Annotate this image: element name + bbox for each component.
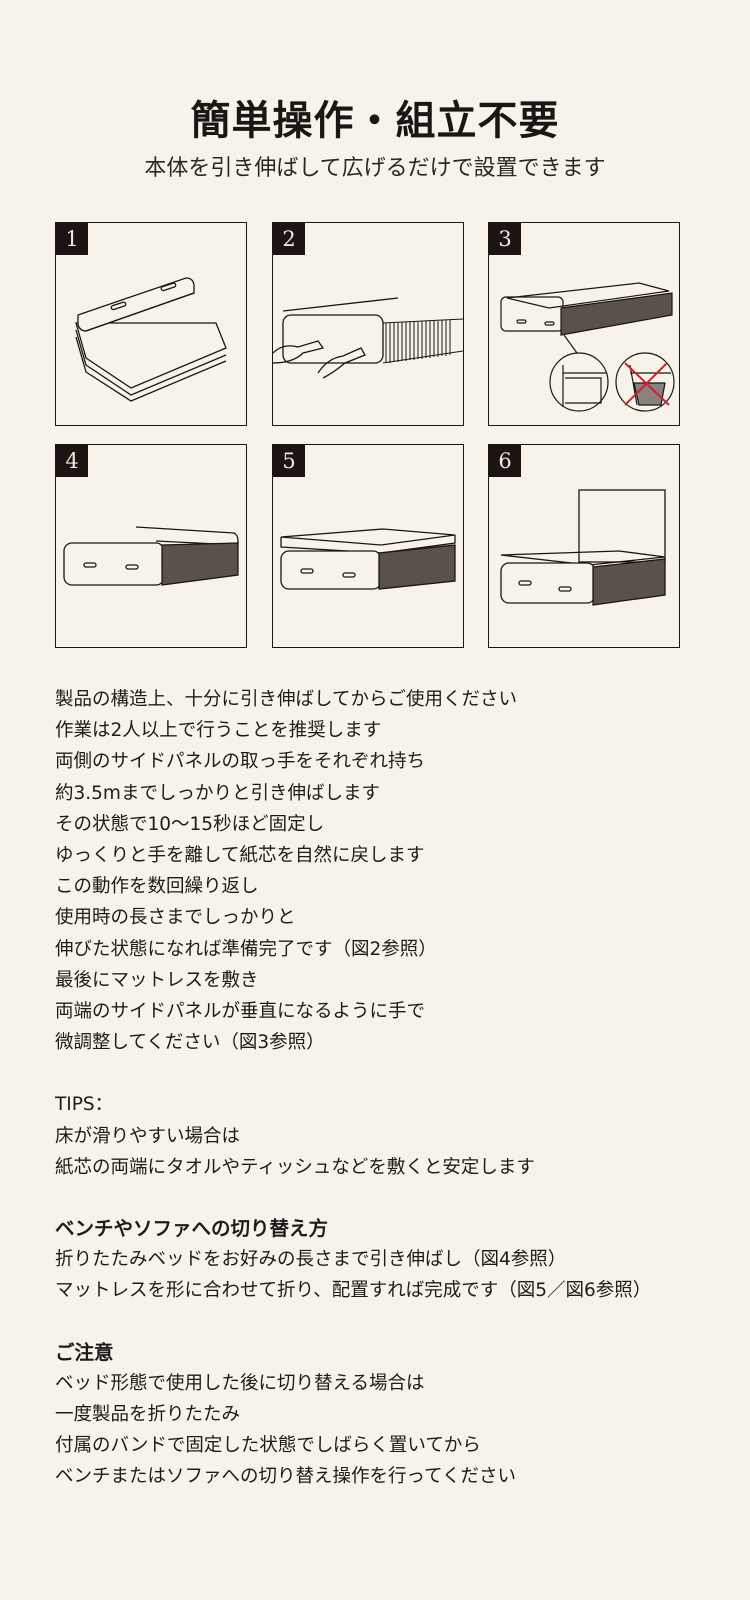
pull-handles-icon <box>273 297 464 379</box>
caution-line: 付属のバンドで固定した状態でしばらく置いてから <box>55 1435 481 1457</box>
page-subtitle: 本体を引き伸ばして広げるだけで設置できます <box>144 156 606 181</box>
step-number: 1 <box>56 223 88 255</box>
switch-line: 折りたたみベッドをお好みの長さまで引き伸ばし（図4参照） <box>55 1249 567 1271</box>
step-6-illustration: 6 <box>488 444 680 648</box>
step-1-illustration: 1 <box>55 222 247 426</box>
tips-line: 紙芯の両端にタオルやティッシュなどを敷くと安定します <box>55 1156 535 1178</box>
step-number: 2 <box>273 223 305 255</box>
instruction-line: その状態で10〜15秒ほど固定し <box>55 813 325 835</box>
instruction-line: 微調整してください（図3参照） <box>55 1032 325 1054</box>
caution-line: ベンチまたはソファへの切り替え操作を行ってください <box>55 1466 517 1488</box>
caution-heading: ご注意 <box>55 1340 114 1364</box>
instruction-line: 作業は2人以上で行うことを推奨します <box>55 720 382 742</box>
step-5-illustration: 5 <box>272 444 464 648</box>
tips-line: 床が滑りやすい場合は <box>55 1125 241 1147</box>
step-3-illustration: 3 <box>488 222 680 426</box>
instructions-section: 製品の構造上、十分に引き伸ばしてからご使用ください 作業は2人以上で行うことを推… <box>55 684 735 1493</box>
step-number: 4 <box>56 445 88 477</box>
bench-icon <box>63 526 239 586</box>
instruction-line: 使用時の長さまでしっかりと <box>55 907 296 929</box>
page-title: 簡単操作・組立不要 <box>190 98 560 144</box>
step-2-illustration: 2 <box>272 222 464 426</box>
switch-line: マットレスを形に合わせて折り、配置すれば完成です（図5／図6参照） <box>55 1280 652 1302</box>
instruction-line: この動作を数回繰り返し <box>55 876 259 898</box>
folded-bed-icon <box>75 277 227 402</box>
instruction-line: ゆっくりと手を離して紙芯を自然に戻します <box>55 845 425 867</box>
tips-label: TIPS： <box>55 1094 114 1116</box>
caution-line: ベッド形態で使用した後に切り替える場合は <box>55 1372 425 1394</box>
instruction-line: 最後にマットレスを敷き <box>55 969 259 991</box>
step-number: 3 <box>489 223 521 255</box>
instruction-line: 両側のサイドパネルの取っ手をそれぞれ持ち <box>55 751 426 773</box>
sofa-icon <box>500 489 666 606</box>
instruction-line: 約3.5mまでしっかりと引き伸ばします <box>55 782 380 804</box>
extended-bed-icon <box>500 282 675 412</box>
step-number: 6 <box>489 445 521 477</box>
switch-heading: ベンチやソファへの切り替え方 <box>55 1217 329 1241</box>
instruction-line: 製品の構造上、十分に引き伸ばしてからご使用ください <box>55 689 517 710</box>
bench-with-mattress-icon <box>280 528 456 590</box>
step-number: 5 <box>273 445 305 477</box>
instruction-line: 両端のサイドパネルが垂直になるように手で <box>55 1001 426 1023</box>
caution-line: 一度製品を折りたたみ <box>55 1404 241 1426</box>
step-4-illustration: 4 <box>55 444 247 648</box>
instruction-line: 伸びた状態になれば準備完了です（図2参照） <box>55 938 437 960</box>
